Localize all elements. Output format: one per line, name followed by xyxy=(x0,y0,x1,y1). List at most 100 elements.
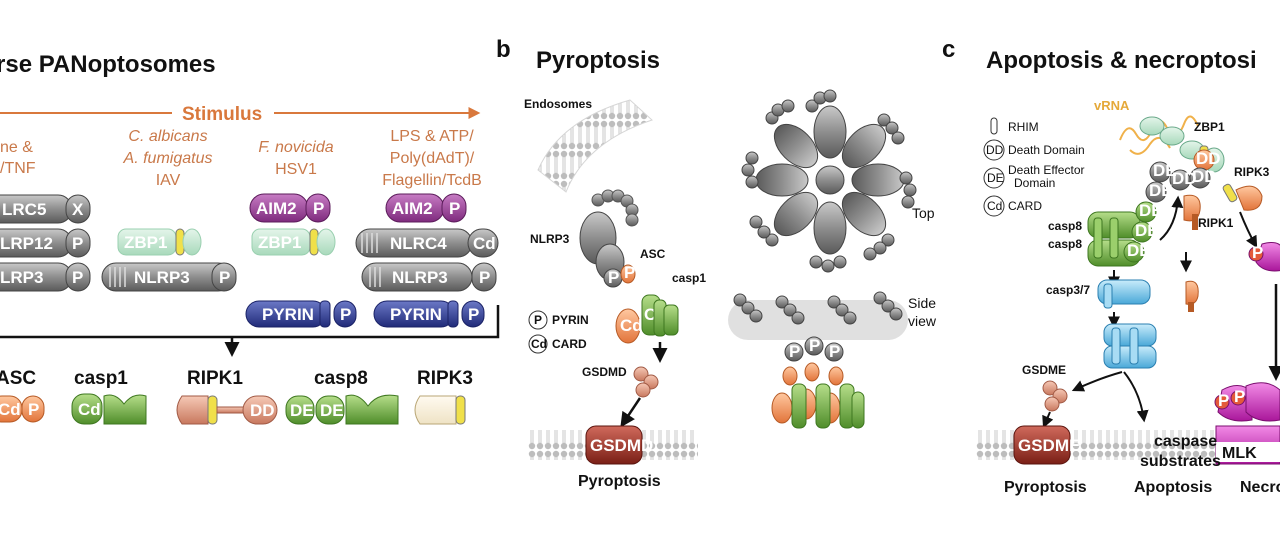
component-casp8-label: casp8 xyxy=(314,368,368,389)
casp8-label-b: casp8 xyxy=(1048,237,1082,251)
svg-text:NLRP3: NLRP3 xyxy=(392,268,448,287)
gsdmd-protein xyxy=(633,366,659,398)
inflammasome-top-view xyxy=(741,89,917,273)
component-casp1: Cd xyxy=(71,393,147,425)
stimulus-col4-line1: LPS & ATP/ xyxy=(390,128,474,145)
legend-pyrin: P PYRIN xyxy=(528,310,589,330)
casp37-protein-a xyxy=(1097,279,1151,309)
nlrc4-sensor: NLRC4 Cd xyxy=(355,228,499,258)
svg-text:DE: DE xyxy=(320,401,344,420)
nlrp3-label: NLRP3 xyxy=(530,232,570,246)
pyrin-sensor-col3: PYRIN P xyxy=(245,300,357,328)
svg-text:CARD: CARD xyxy=(1008,199,1042,213)
panel-c: c Apoptosis & necroptosi RHIM DD Death D… xyxy=(942,36,1280,496)
mlkl-protein-b: P P xyxy=(1214,382,1280,422)
svg-text:P: P xyxy=(72,234,83,253)
aim2-sensor-col3: AIM2 P xyxy=(249,193,331,223)
component-ripk1-label: RIPK1 xyxy=(187,368,243,389)
svg-text:PYRIN: PYRIN xyxy=(390,305,442,324)
casp1-label-b: casp1 xyxy=(672,271,706,285)
pyroptosis-outcome-b: Pyroptosis xyxy=(578,473,661,490)
casp37-label: casp3/7 xyxy=(1046,283,1090,297)
nlrp3-protein: P xyxy=(579,189,639,288)
svg-text:P: P xyxy=(340,305,351,324)
svg-text:P: P xyxy=(809,336,820,355)
side-view-label1: Side xyxy=(908,295,936,311)
gsdmd-pore xyxy=(585,425,643,465)
svg-text:Death Domain: Death Domain xyxy=(1008,143,1085,157)
arrow-casp37-substrates xyxy=(1123,371,1149,423)
svg-text:P: P xyxy=(534,313,542,327)
side-view-disk xyxy=(728,300,908,340)
ripk3-protein-c xyxy=(1222,183,1263,211)
zbp1-label-c: ZBP1 xyxy=(1194,120,1225,134)
svg-text:CARD: CARD xyxy=(552,337,587,351)
svg-text:P: P xyxy=(219,268,230,287)
svg-text:NLRC4: NLRC4 xyxy=(390,234,447,253)
component-casp8: DE DE xyxy=(285,394,399,425)
svg-text:PYRIN: PYRIN xyxy=(262,305,314,324)
stimulus-col2-line2: A. fumigatus xyxy=(123,150,213,167)
svg-text:P: P xyxy=(1218,391,1229,410)
top-view-label: Top xyxy=(912,205,935,221)
legend-de: DE Death Effector Domain xyxy=(983,163,1085,190)
svg-text:Cd: Cd xyxy=(78,400,101,419)
svg-text:AIM2: AIM2 xyxy=(392,199,433,218)
arrow-gsdmd-pore xyxy=(620,397,642,428)
svg-text:X: X xyxy=(72,200,84,219)
ripk1-protein-c xyxy=(1183,194,1201,230)
side-view-asc-casp1 xyxy=(771,362,865,429)
svg-text:P: P xyxy=(608,268,619,287)
svg-text:Cd: Cd xyxy=(987,199,1002,213)
arrow-casp37-gsdme xyxy=(1071,371,1123,392)
apoptosis-outcome: Apoptosis xyxy=(1134,479,1212,496)
mlkl-label: MLK xyxy=(1222,445,1257,462)
svg-text:P: P xyxy=(313,199,324,218)
side-view-strands xyxy=(733,291,903,325)
svg-text:Death Effector: Death Effector xyxy=(1008,163,1085,177)
svg-text:P: P xyxy=(829,342,840,361)
svg-text:P: P xyxy=(72,268,83,287)
stimulus-col3-line1: F. novicida xyxy=(258,139,333,156)
svg-text:Cd: Cd xyxy=(620,316,643,335)
asc-protein-b: P Cd xyxy=(615,263,643,344)
ripk1-dd-cluster: DD DD DD DE DE xyxy=(1145,149,1221,203)
svg-text:AIM2: AIM2 xyxy=(256,199,297,218)
gsdmd-pore-label: GSDMD xyxy=(590,436,653,455)
arrow-gsdme-pore xyxy=(1042,411,1054,429)
pyroptosis-outcome-c: Pyroptosis xyxy=(1004,479,1087,496)
svg-text:DD: DD xyxy=(1196,149,1221,168)
svg-text:LRC5: LRC5 xyxy=(2,200,46,219)
svg-text:ZBP1: ZBP1 xyxy=(124,233,167,252)
svg-text:ZBP1: ZBP1 xyxy=(258,233,301,252)
svg-text:PYRIN: PYRIN xyxy=(552,313,589,327)
stimulus-col3-line2: HSV1 xyxy=(275,161,317,178)
stimulus-col1-line1: ne & xyxy=(0,139,33,156)
zbp1-sensor-col2: ZBP1 xyxy=(117,228,202,256)
component-ripk1: DD xyxy=(176,395,278,425)
nlrc5-sensor: LRC5 X xyxy=(0,194,91,224)
svg-text:Cd: Cd xyxy=(531,337,547,351)
nlrp3-sensor-col4: NLRP3 P xyxy=(361,262,497,292)
nlrp3-sensor-col1: LRP3 P xyxy=(0,262,91,292)
stimulus-col1-line2: /TNF xyxy=(0,160,36,177)
svg-text:RHIM: RHIM xyxy=(1008,120,1039,134)
pyrin-sensor-col4: PYRIN P xyxy=(373,300,485,328)
svg-text:DD: DD xyxy=(1192,167,1217,186)
stimulus-col4-line2: Poly(dAdT)/ xyxy=(390,150,475,167)
legend-card-c: Cd CARD xyxy=(983,195,1042,217)
legend-card: Cd CARD xyxy=(528,334,587,354)
svg-text:DE: DE xyxy=(290,401,314,420)
svg-text:DE: DE xyxy=(1127,241,1151,260)
endosomes-label: Endosomes xyxy=(524,97,592,111)
svg-text:NLRP3: NLRP3 xyxy=(134,268,190,287)
svg-text:P: P xyxy=(624,263,635,282)
svg-text:LRP3: LRP3 xyxy=(0,268,43,287)
nlrp12-sensor: LRP12 P xyxy=(0,228,91,258)
stimulus-col2-line3: IAV xyxy=(156,172,181,189)
ripk1-label-c: RIPK1 xyxy=(1198,216,1234,230)
svg-text:DE: DE xyxy=(987,171,1004,185)
svg-text:DD: DD xyxy=(250,401,275,420)
ripk3-label-c: RIPK3 xyxy=(1234,165,1270,179)
panel-c-title: Apoptosis & necroptosi xyxy=(986,47,1257,74)
